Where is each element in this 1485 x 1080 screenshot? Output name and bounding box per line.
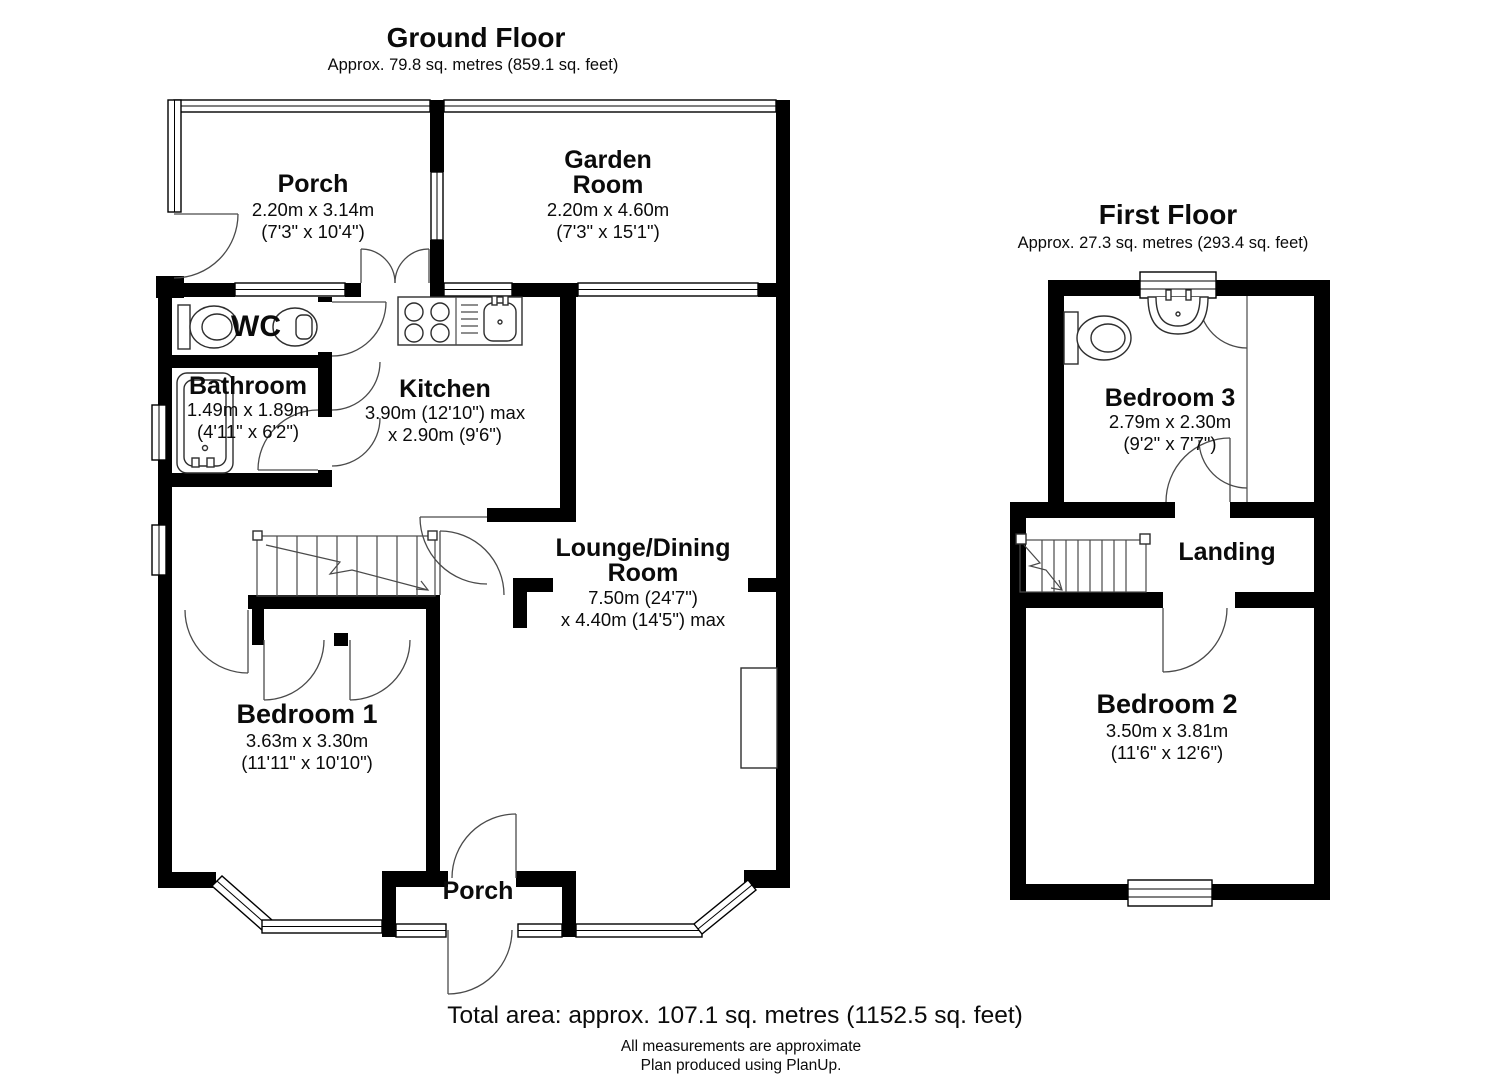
room-label-bedroom3: Bedroom 3 2.79m x 2.30m (9'2" x 7'7") — [1105, 384, 1236, 454]
ground-floor-title: Ground Floor — [387, 22, 566, 53]
kitchen-hob — [404, 302, 450, 343]
porch-top-dims-m: 2.20m x 3.14m — [252, 199, 374, 220]
bedroom1-wardrobe-doors — [263, 639, 411, 701]
ground-floor-walls — [156, 100, 790, 937]
wc-toilet — [177, 304, 239, 350]
bathroom-dims-ft: (4'11" x 6'2") — [197, 421, 299, 442]
porch-outer-door — [447, 929, 513, 995]
ground-floor-doors — [173, 213, 517, 995]
fireplace — [740, 667, 778, 769]
porch-double-doors — [360, 248, 430, 284]
lounge-bay-window — [575, 879, 757, 938]
bedroom3-dims-ft: (9'2" x 7'7") — [1123, 433, 1216, 454]
garden-room-name2: Room — [573, 171, 644, 199]
room-label-lounge-dining: Lounge/Dining Room 7.50m (24'7") x 4.40m… — [556, 534, 731, 630]
bathroom-dims-m: 1.49m x 1.89m — [187, 399, 309, 420]
kitchen-dims-ft: x 2.90m (9'6") — [388, 424, 502, 445]
bathroom-window — [151, 404, 167, 461]
bedroom3-basin — [1147, 289, 1209, 335]
wc-door — [331, 301, 387, 357]
hall-fold-doors — [331, 361, 381, 467]
room-label-landing: Landing — [1178, 538, 1275, 566]
first-floor-subtitle: Approx. 27.3 sq. metres (293.4 sq. feet) — [1018, 234, 1309, 252]
bedroom1-dims-m: 3.63m x 3.30m — [246, 730, 368, 751]
first-floor-stairs — [1015, 533, 1151, 593]
kitchen-dims-m: 3.90m (12'10") max — [365, 402, 526, 423]
wc-window — [234, 282, 346, 297]
lounge-dims-ft: x 4.40m (14'5") max — [561, 609, 726, 630]
bedroom1-dims-ft: (11'11" x 10'10") — [241, 752, 373, 773]
bedroom2-name: Bedroom 2 — [1096, 689, 1237, 719]
room-label-garden-room: Garden Room 2.20m x 4.60m (7'3" x 15'1") — [547, 146, 669, 242]
porch-top-window — [173, 99, 431, 113]
garden-room-name1: Garden — [564, 146, 652, 174]
room-label-kitchen: Kitchen 3.90m (12'10") max x 2.90m (9'6"… — [365, 375, 526, 445]
room-label-bedroom2: Bedroom 2 3.50m x 3.81m (11'6" x 12'6") — [1096, 689, 1237, 763]
bedroom2-dims-m: 3.50m x 3.81m — [1106, 720, 1228, 741]
garden-room-dims-m: 2.20m x 4.60m — [547, 199, 669, 220]
ground-floor-plan: Ground Floor Approx. 79.8 sq. metres (85… — [151, 22, 790, 995]
bedroom3-name: Bedroom 3 — [1105, 384, 1236, 412]
porch-top-dims-ft: (7'3" x 10'4") — [261, 221, 365, 242]
garden-room-top-window — [443, 99, 777, 113]
ground-floor-stairs — [252, 530, 438, 597]
first-floor-fixtures — [1015, 289, 1209, 593]
ground-floor-windows — [151, 99, 777, 938]
porch-bottom-name: Porch — [443, 877, 514, 905]
bedroom1-bay-window — [210, 875, 383, 934]
porch-entrance-door — [173, 213, 239, 279]
first-floor-walls — [1010, 280, 1330, 900]
room-label-porch-bottom: Porch — [443, 877, 514, 905]
lounge-double-doors — [419, 516, 505, 596]
bedroom2-door — [1162, 607, 1228, 673]
bedroom2-dims-ft: (11'6" x 12'6") — [1111, 742, 1223, 763]
note-approximate: All measurements are approximate — [621, 1038, 861, 1055]
ground-floor-fixtures — [176, 295, 778, 769]
hall-window — [151, 524, 167, 576]
lounge-name1: Lounge/Dining — [556, 534, 731, 562]
bedroom1-name: Bedroom 1 — [236, 699, 377, 729]
bedroom2-window — [1127, 879, 1213, 907]
first-floor-labels: Bedroom 3 2.79m x 2.30m (9'2" x 7'7") La… — [1096, 384, 1275, 763]
garden-lounge-window — [577, 282, 759, 297]
wc-basin — [272, 307, 318, 347]
wc-name: WC — [231, 310, 281, 343]
bathroom-name: Bathroom — [189, 372, 307, 400]
bedroom3-window — [1139, 271, 1217, 299]
ground-floor-labels: Porch 2.20m x 3.14m (7'3" x 10'4") Garde… — [187, 146, 731, 905]
total-area-text: Total area: approx. 107.1 sq. metres (11… — [447, 1002, 1023, 1029]
note-planup: Plan produced using PlanUp. — [641, 1057, 842, 1074]
kitchen-window — [443, 282, 513, 297]
room-label-porch-top: Porch 2.20m x 3.14m (7'3" x 10'4") — [252, 170, 374, 242]
bedroom3-dims-m: 2.79m x 2.30m — [1109, 411, 1231, 432]
first-floor-doors — [1162, 296, 1248, 673]
kitchen-name: Kitchen — [399, 375, 491, 403]
bathroom-door — [257, 409, 319, 471]
bedroom1-door — [184, 609, 249, 674]
lounge-dims-m: 7.50m (24'7") — [588, 587, 698, 608]
porch-left-window — [167, 99, 182, 213]
bedroom3-door — [1165, 437, 1231, 503]
porch-inner-door — [451, 813, 517, 879]
room-label-wc: WC — [231, 310, 281, 343]
bedroom3-toilet — [1063, 311, 1132, 365]
footer: Total area: approx. 107.1 sq. metres (11… — [447, 1002, 1023, 1074]
porch-top-name: Porch — [278, 170, 349, 198]
garden-room-dims-ft: (7'3" x 15'1") — [556, 221, 660, 242]
room-label-bathroom: Bathroom 1.49m x 1.89m (4'11" x 6'2") — [187, 372, 309, 442]
first-floor-windows — [1127, 271, 1217, 907]
kitchen-drainer — [461, 304, 478, 334]
porch-bottom-windows — [395, 923, 563, 938]
landing-name: Landing — [1178, 538, 1275, 566]
ground-floor-subtitle: Approx. 79.8 sq. metres (859.1 sq. feet) — [328, 56, 619, 74]
porch-divider-window — [430, 171, 444, 241]
room-label-bedroom1: Bedroom 1 3.63m x 3.30m (11'11" x 10'10"… — [236, 699, 377, 773]
first-floor-title: First Floor — [1099, 199, 1238, 230]
first-floor-plan: First Floor Approx. 27.3 sq. metres (293… — [1010, 199, 1330, 907]
bathroom-bathtub — [176, 372, 234, 474]
lounge-name2: Room — [608, 559, 679, 587]
kitchen-sink — [483, 295, 517, 342]
